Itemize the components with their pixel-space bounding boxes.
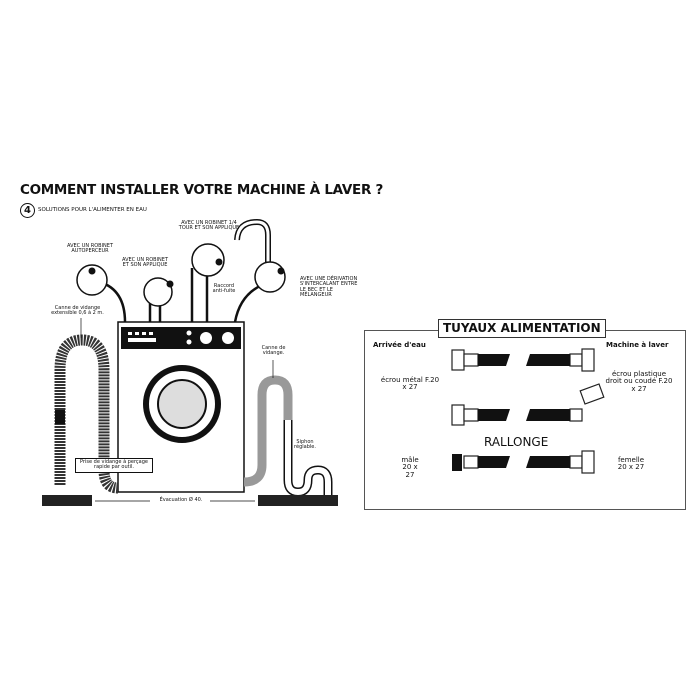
hoses-panel (364, 330, 686, 510)
male-label: mâle 20 x 27 (401, 456, 419, 479)
solution-2-label: AVEC UN ROBINET ET SON APPLIQUE (121, 257, 169, 269)
female-label: femelle 20 x 27 (617, 456, 645, 472)
hose-fittings (451, 348, 605, 474)
left-header: Arrivée d'eau (373, 341, 426, 349)
page-title: COMMENT INSTALLER VOTRE MACHINE À LAVER … (20, 182, 383, 198)
right-nut-label: écrou plastique droit ou coudé F.20 x 27 (605, 370, 673, 393)
left-nut-label: écrou métal F.20 x 27 (380, 376, 440, 392)
raccord-label: Raccord anti-fuite (212, 283, 236, 295)
subtitle: SOLUTIONS POUR L'ALIMENTER EN EAU (38, 207, 147, 213)
solution-count-badge: 4 (20, 203, 35, 218)
hoses-title: TUYAUX ALIMENTATION (438, 319, 606, 338)
evacuation-label: Évacuation Ø 40. (159, 497, 203, 503)
extension-title: RALLONGE (484, 435, 549, 449)
solution-3-label: AVEC UN ROBINET 1/4 TOUR ET SON APPLIQUE (178, 220, 240, 232)
solution-1-label: AVEC UN ROBINET AUTOPERCEUR (66, 243, 114, 255)
prise-label: Prise de vidange à perçage rapide par ou… (75, 458, 153, 473)
right-header: Machine à laver (606, 341, 669, 349)
solution-detail-circles (76, 243, 286, 307)
canne-right-label: Canne de vidange. (261, 345, 286, 357)
solution-4-label: AVEC UNE DÉRIVATION S'INTERCALANT ENTRE … (300, 276, 358, 298)
canne-left-label: Canne de vidange extensible 0,6 à 2 m. (51, 305, 104, 317)
siphon-label: Siphon réglable. (294, 439, 316, 451)
supply-hoses (99, 268, 263, 323)
